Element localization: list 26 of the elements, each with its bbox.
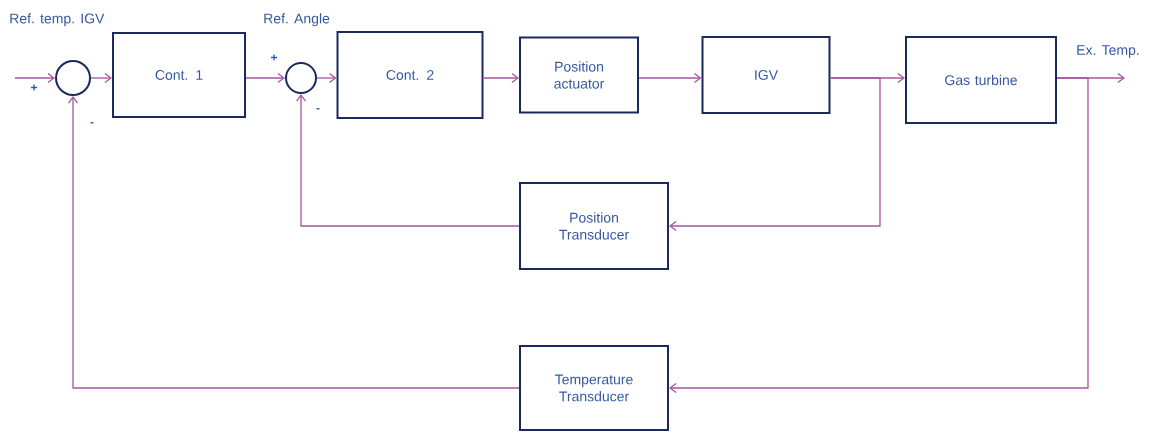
block-box: IGV	[701, 36, 831, 114]
arrow	[316, 72, 337, 84]
edge-label: Ex. Temp.	[1075, 44, 1141, 59]
arrow	[638, 72, 702, 84]
arrow	[245, 72, 285, 84]
block-box: Position Transducer	[519, 182, 669, 270]
edge-label: Ref. temp. IGV	[8, 12, 106, 28]
arrow	[67, 96, 520, 389]
sign-label: -	[90, 122, 94, 124]
arrow	[295, 94, 520, 227]
edge-label: Ref. Angle	[262, 12, 331, 28]
summing-junction	[285, 62, 317, 94]
arrow	[669, 77, 881, 232]
block-box: Temperature Transducer	[519, 345, 669, 431]
sign-label: +	[31, 84, 38, 91]
block-box: Gas turbine	[905, 36, 1057, 124]
block-box: Cont. 2	[336, 31, 484, 119]
sign-label: -	[316, 108, 320, 110]
arrow	[669, 77, 1089, 394]
arrow	[482, 72, 519, 84]
arrow	[90, 72, 112, 84]
summing-junction	[55, 60, 91, 96]
sign-label: +	[271, 54, 278, 61]
block-box: Cont. 1	[112, 32, 246, 118]
arrow	[14, 72, 55, 84]
block-box: Position actuator	[519, 36, 639, 114]
